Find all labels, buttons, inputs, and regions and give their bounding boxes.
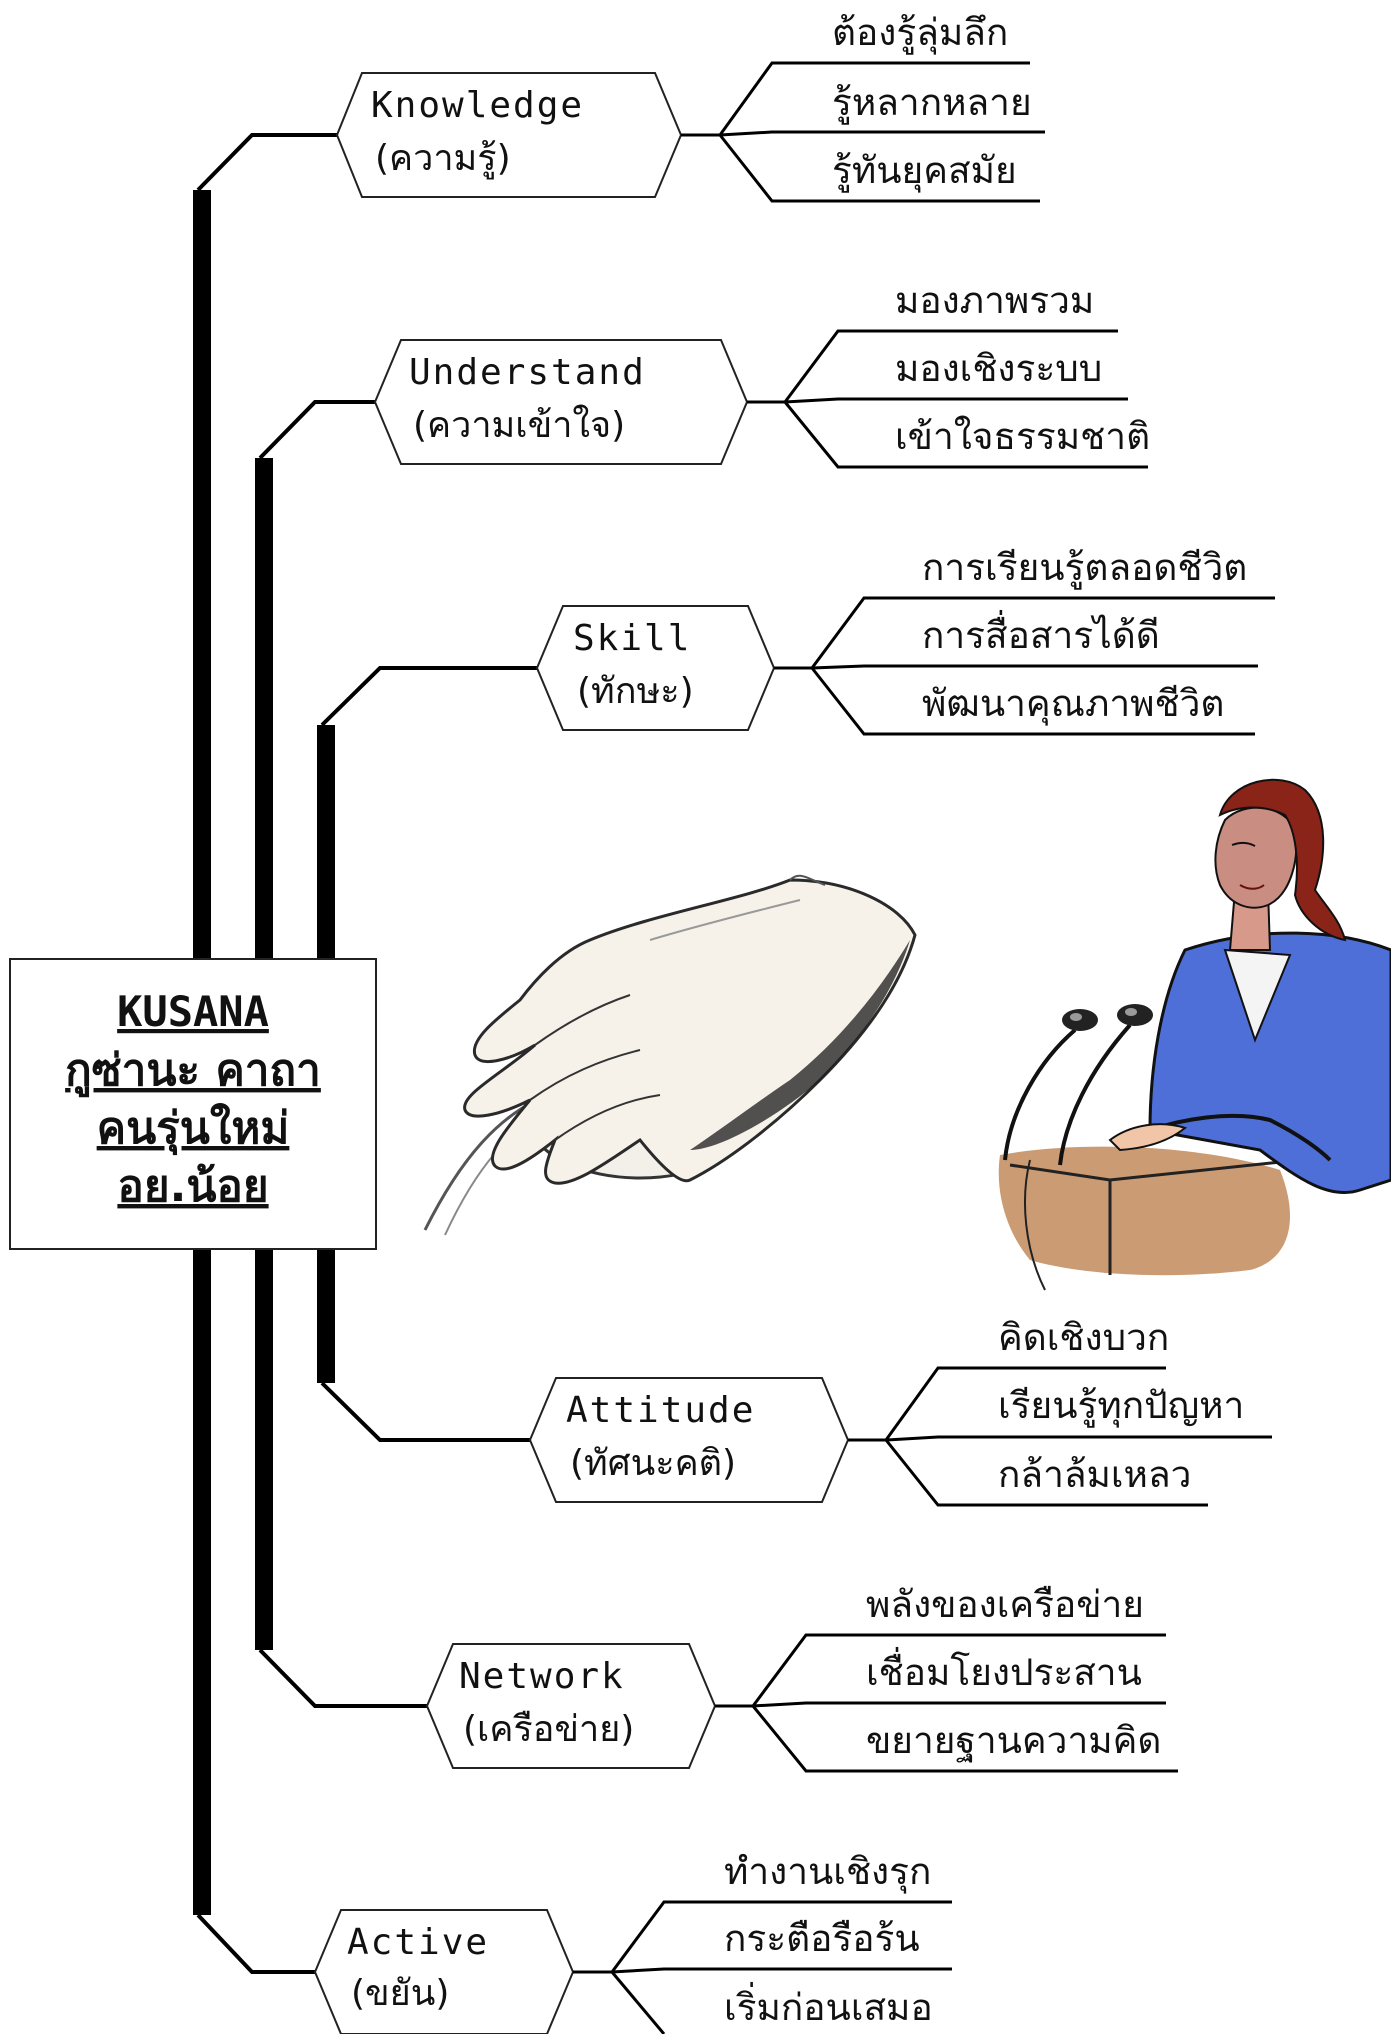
connector-lines: [193, 133, 537, 1974]
leaf-understand-2: มองเชิงระบบ: [895, 347, 1102, 390]
leaf-active-1: ทำงานเชิงรุก: [724, 1850, 931, 1894]
leaf-lines-attitude: [848, 1366, 1272, 1507]
branch-title-active: Active: [347, 1922, 489, 1963]
leaf-active-3: เริ่มก่อนเสมอ: [724, 1981, 933, 2029]
central-title: KUSANA: [117, 987, 269, 1036]
branch-subtitle-skill: (ทักษะ): [577, 671, 694, 712]
hand-on-mouse-illustration: [423, 874, 917, 1236]
branch-title-network: Network: [459, 1656, 625, 1697]
leaf-knowledge-2: รู้หลากหลาย: [832, 81, 1032, 125]
branch-title-skill: Skill: [573, 618, 691, 659]
leaf-network-3: ขยายฐานความคิด: [866, 1719, 1161, 1763]
leaf-lines-knowledge: [681, 61, 1045, 203]
branch-title-attitude: Attitude: [566, 1390, 755, 1431]
branch-skill: Skill (ทักษะ) การเรียนรู้ตลอดชีวิต การสื…: [535, 546, 1275, 736]
leaf-lines-active: [573, 1900, 952, 2034]
branch-subtitle-understand: (ความเข้าใจ): [413, 404, 625, 446]
branch-understand: Understand (ความเข้าใจ) มองภาพรวม มองเชิ…: [373, 279, 1150, 469]
leaf-skill-3: พัฒนาคุณภาพชีวิต: [922, 682, 1224, 726]
central-line-2: กูซ่านะ คาถา: [65, 1045, 321, 1097]
leaf-understand-3: เข้าใจธรรมชาติ: [895, 415, 1150, 458]
branch-active: Active (ขยัน) ทำงานเชิงรุก กระตือรือร้น …: [313, 1850, 952, 2034]
leaf-attitude-1: คิดเชิงบวก: [998, 1316, 1169, 1359]
leaf-skill-2: การสื่อสารได้ดี: [922, 609, 1160, 657]
woman-speaker-at-podium-illustration: [998, 778, 1391, 1291]
central-line-3: คนรุ่นใหม่: [97, 1102, 290, 1156]
branch-network: Network (เครือข่าย) พลังของเครือข่าย เชื…: [425, 1583, 1178, 1773]
leaf-knowledge-1: ต้องรู้ลุ่มลึก: [832, 11, 1008, 55]
leaf-lines-network: [715, 1633, 1178, 1773]
leaf-attitude-3: กล้าล้มเหลว: [998, 1453, 1191, 1496]
branch-knowledge: Knowledge (ความรู้) ต้องรู้ลุ่มลึก รู้หล…: [335, 11, 1045, 203]
branch-subtitle-attitude: (ทัศนะคติ): [570, 1443, 736, 1484]
leaf-lines-skill: [774, 596, 1275, 736]
leaf-knowledge-3: รู้ทันยุคสมัย: [832, 149, 1017, 193]
branch-attitude: Attitude (ทัศนะคติ) คิดเชิงบวก เรียนรู้ท…: [528, 1316, 1272, 1507]
branch-subtitle-active: (ขยัน): [351, 1973, 449, 2014]
leaf-network-2: เชื่อมโยงประสาน: [866, 1646, 1142, 1694]
branch-subtitle-network: (เครือข่าย): [463, 1709, 634, 1750]
branch-title-understand: Understand: [409, 352, 646, 393]
leaf-skill-1: การเรียนรู้ตลอดชีวิต: [922, 546, 1247, 590]
leaf-active-2: กระตือรือร้น: [724, 1917, 920, 1960]
leaf-network-1: พลังของเครือข่าย: [866, 1583, 1144, 1626]
leaf-lines-understand: [747, 329, 1148, 469]
branch-title-knowledge: Knowledge: [371, 85, 584, 126]
branch-subtitle-knowledge: (ความรู้): [375, 138, 511, 180]
leaf-understand-1: มองภาพรวม: [895, 279, 1094, 322]
central-line-4: อย.น้อย: [117, 1161, 268, 1212]
central-topic-box: KUSANA กูซ่านะ คาถา คนรุ่นใหม่ อย.น้อย: [9, 958, 377, 1250]
leaf-attitude-2: เรียนรู้ทุกปัญหา: [998, 1384, 1244, 1428]
